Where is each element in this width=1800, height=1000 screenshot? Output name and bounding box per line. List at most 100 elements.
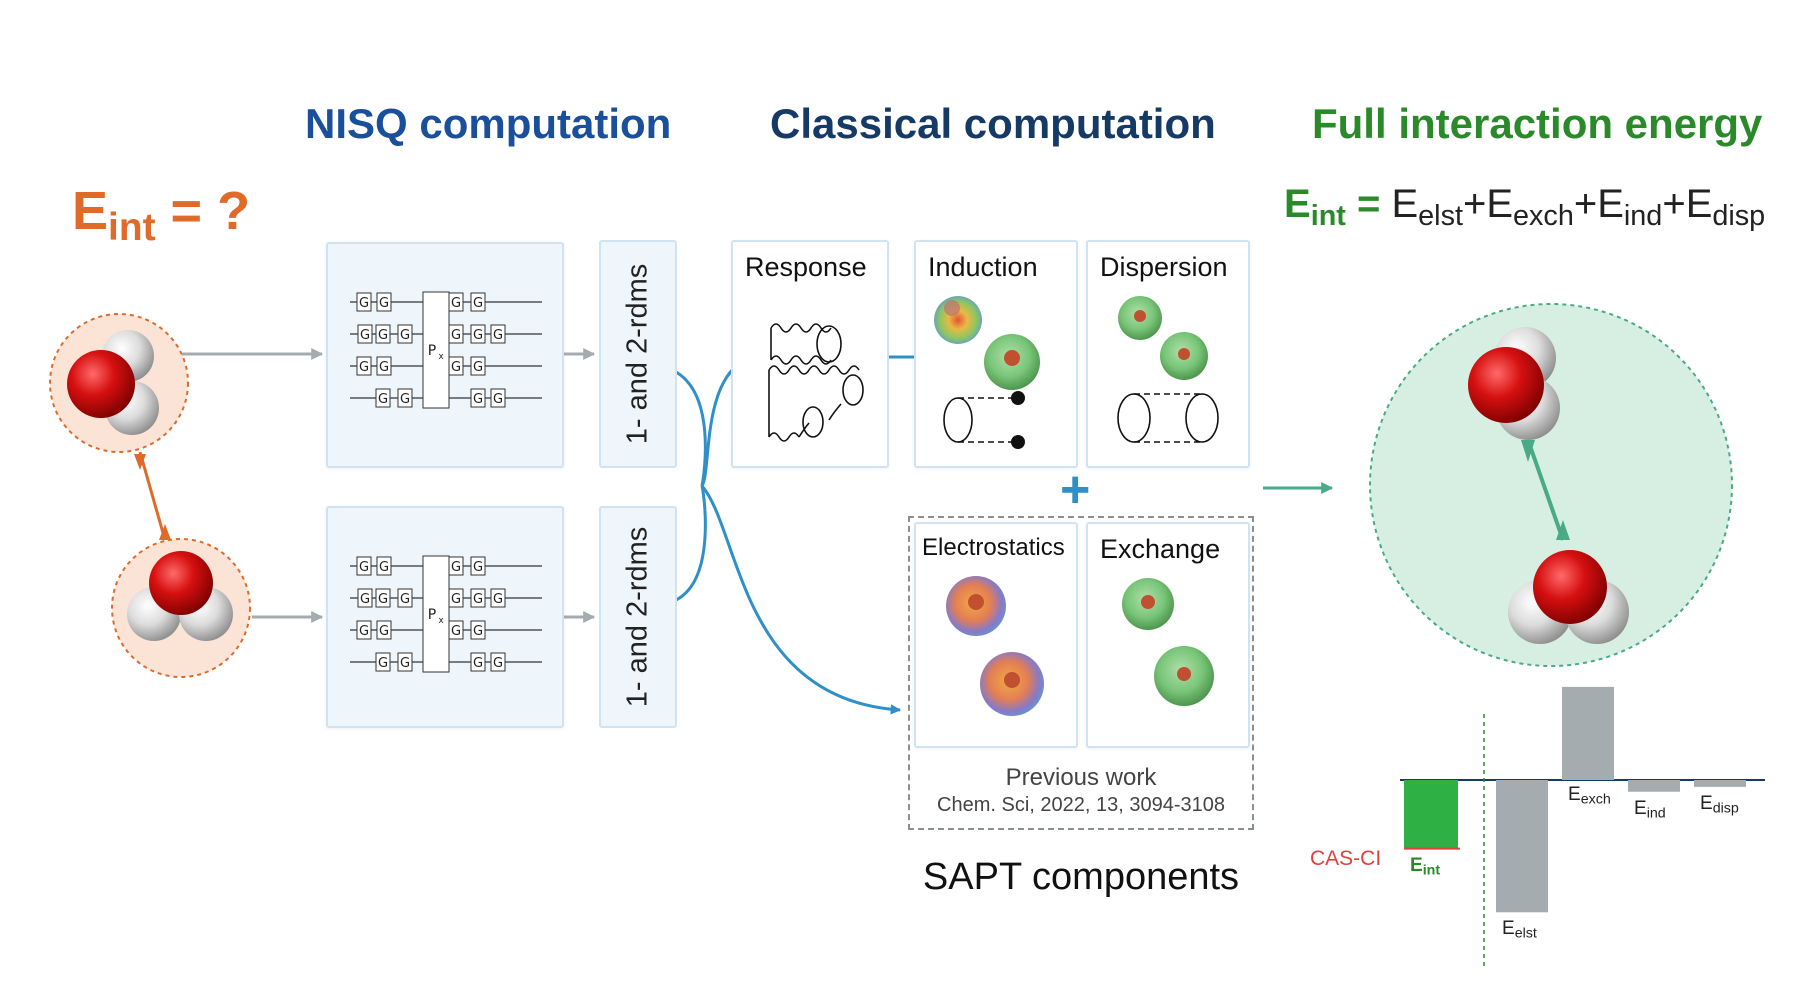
gate-label: G: [493, 328, 503, 343]
exchange-title: Exchange: [1100, 534, 1221, 564]
gate-box: [470, 620, 486, 640]
gate-label: G: [473, 624, 483, 639]
gate-label: G: [400, 592, 410, 607]
gate-box: [490, 588, 506, 608]
gate-label: G: [451, 360, 461, 375]
gate-box: [375, 588, 391, 608]
bar-label-eexch: Eexch: [1568, 784, 1611, 808]
gate-label: G: [451, 328, 461, 343]
gate-label: G: [400, 656, 410, 671]
gate-box: [357, 324, 373, 344]
previous-work-citation: Chem. Sci, 2022, 13, 3094-3108: [937, 794, 1225, 816]
cas-ci-label: CAS-CI: [1310, 847, 1382, 870]
gate-label: G: [359, 296, 369, 311]
gate-label: G: [400, 328, 410, 343]
gate-label: G: [359, 624, 369, 639]
rdm-label-a: 1- and 2-rdms: [621, 263, 654, 445]
bar-label-eint: Eint: [1410, 854, 1441, 879]
gate-box: [376, 356, 392, 376]
molecule-a: [49, 313, 189, 453]
bar-label-eind: Eind: [1634, 797, 1666, 822]
bar-eind: [1628, 780, 1680, 792]
permutation-gate-label: P: [428, 343, 436, 359]
gate-label: G: [359, 360, 369, 375]
exchange-diagram: [1122, 578, 1214, 706]
hydrogen-bond-link: [134, 451, 171, 541]
gate-label: G: [493, 592, 503, 607]
previous-work-box: [908, 516, 1254, 830]
sapt-components-label: SAPT components: [922, 856, 1240, 898]
gate-box: [470, 324, 486, 344]
gate-label: G: [378, 592, 388, 607]
gate-label: G: [400, 392, 410, 407]
gate-label: G: [451, 624, 461, 639]
gate-label: G: [451, 296, 461, 311]
response-diagram: [768, 323, 864, 442]
dimer-molecule: [1369, 303, 1733, 667]
gate-box: [470, 356, 486, 376]
gate-label: G: [473, 360, 483, 375]
gate-label: G: [360, 328, 370, 343]
bar-label-eelst: Eelst: [1502, 918, 1537, 942]
previous-work-label: Previous work: [1005, 764, 1157, 791]
gate-label: G: [379, 360, 389, 375]
gate-label: G: [493, 392, 503, 407]
gate-label: G: [473, 328, 483, 343]
rdm-box-a: 1- and 2-rdms: [599, 240, 677, 468]
gate-label: G: [473, 560, 483, 575]
permutation-gate-subscript: x: [438, 352, 444, 362]
gate-label: G: [473, 392, 483, 407]
gate-box: [356, 292, 372, 312]
gate-box: [490, 652, 506, 672]
gate-label: G: [451, 592, 461, 607]
induction-diagram: [934, 296, 1040, 449]
gate-box: [376, 620, 392, 640]
permutation-gate: [422, 555, 450, 673]
header-full-energy: Full interaction energy: [1312, 100, 1763, 147]
dispersion-title: Dispersion: [1100, 252, 1228, 282]
gate-label: G: [379, 560, 389, 575]
gate-box: [490, 324, 506, 344]
gate-box: [470, 588, 486, 608]
header-nisq: NISQ computation: [305, 100, 672, 147]
gate-box: [376, 292, 392, 312]
bar-eexch: [1562, 686, 1614, 780]
gate-label: G: [379, 624, 389, 639]
gate-label: G: [379, 296, 389, 311]
bar-label-edisp: Edisp: [1700, 792, 1739, 817]
gate-label: G: [378, 328, 388, 343]
gate-box: [470, 556, 486, 576]
gate-label: G: [378, 656, 388, 671]
gate-label: G: [378, 392, 388, 407]
gate-box: [397, 324, 413, 344]
response-title: Response: [745, 252, 867, 282]
dispersion-diagram: [1117, 296, 1219, 443]
electrostatics-title: Electrostatics: [922, 534, 1065, 561]
gate-box: [397, 588, 413, 608]
gate-label: G: [473, 592, 483, 607]
gate-box: [375, 388, 391, 408]
rdm-box-b: 1- and 2-rdms: [599, 506, 677, 728]
gate-label: G: [359, 560, 369, 575]
electrostatics-card: Electrostatics: [914, 522, 1078, 748]
gate-box: [376, 556, 392, 576]
gate-box: [356, 356, 372, 376]
gate-label: G: [360, 592, 370, 607]
molecule-b: [111, 538, 251, 678]
permutation-gate-subscript: x: [438, 616, 444, 626]
gate-box: [356, 556, 372, 576]
header-classical: Classical computation: [770, 100, 1216, 147]
bar-edisp: [1694, 780, 1746, 787]
induction-card: Induction: [914, 240, 1078, 468]
plus-sign: +: [1060, 461, 1091, 519]
gate-label: G: [473, 656, 483, 671]
interaction-energy-question: Eint = ?: [72, 181, 251, 249]
gate-label: G: [493, 656, 503, 671]
gate-box: [490, 388, 506, 408]
dispersion-card: Dispersion: [1086, 240, 1250, 468]
